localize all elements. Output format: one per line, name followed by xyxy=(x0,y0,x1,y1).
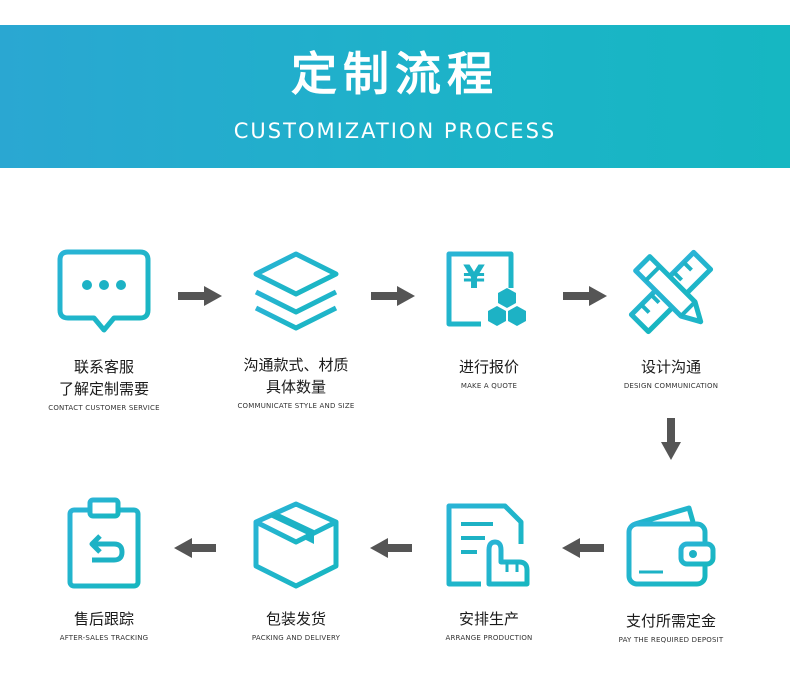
arrow-right-icon xyxy=(371,286,415,306)
arrow-right-icon xyxy=(563,286,607,306)
arrow-right-icon xyxy=(178,286,222,306)
step-after-sales-label: 售后跟踪 xyxy=(73,610,134,628)
step-quote: ¥ 进行报价 MAKE A QUOTE xyxy=(394,248,584,392)
step-after-sales: 售后跟踪 AFTER-SALES TRACKING xyxy=(9,496,199,644)
step-deposit-label: 支付所需定金 xyxy=(625,612,716,630)
arrow-left-icon xyxy=(370,538,412,558)
step-contact-label-en: CONTACT CUSTOMER SERVICE xyxy=(48,404,160,412)
step-design-label: 设计沟通 xyxy=(640,358,701,376)
step-deposit-label-en: PAY THE REQUIRED DEPOSIT xyxy=(618,636,724,644)
svg-text:¥: ¥ xyxy=(463,258,485,296)
step-packing-label-en: PACKING AND DELIVERY xyxy=(251,634,341,642)
step-deposit: 支付所需定金 PAY THE REQUIRED DEPOSIT xyxy=(576,504,766,646)
step-contact: 联系客服 了解定制需要 CONTACT CUSTOMER SERVICE xyxy=(9,248,199,414)
step-communicate-label-line1: 沟通款式、材质 xyxy=(243,356,349,374)
clipboard-return-icon xyxy=(67,497,141,589)
step-production-label: 安排生产 xyxy=(458,610,519,628)
box-icon xyxy=(253,501,339,589)
step-packing: 包装发货 PACKING AND DELIVERY xyxy=(201,500,391,644)
step-communicate-label-line2: 具体数量 xyxy=(265,378,326,396)
step-design-label-en: DESIGN COMMUNICATION xyxy=(623,382,719,390)
step-production-label-en: ARRANGE PRODUCTION xyxy=(445,634,533,642)
header-banner xyxy=(0,25,790,168)
arrow-left-icon xyxy=(174,538,216,558)
step-quote-label: 进行报价 xyxy=(458,358,519,376)
step-after-sales-label-en: AFTER-SALES TRACKING xyxy=(59,634,149,642)
step-communicate-label-en: COMMUNICATE STYLE AND SIZE xyxy=(237,402,355,410)
document-hand-icon xyxy=(446,503,530,587)
step-design: 设计沟通 DESIGN COMMUNICATION xyxy=(576,248,766,392)
step-contact-label-line1: 联系客服 xyxy=(73,358,134,376)
page-title: 定制流程 xyxy=(291,47,499,101)
step-contact-label-line2: 了解定制需要 xyxy=(58,380,149,398)
layers-icon xyxy=(253,251,339,331)
step-communicate: 沟通款式、材质 具体数量 COMMUNICATE STYLE AND SIZE xyxy=(201,250,391,412)
page-subtitle: CUSTOMIZATION PROCESS xyxy=(233,119,557,143)
pencil-ruler-icon xyxy=(628,249,714,335)
arrow-down-icon xyxy=(661,418,681,460)
quote-yen-icon: ¥ xyxy=(446,251,526,327)
step-production: 安排生产 ARRANGE PRODUCTION xyxy=(394,500,584,644)
step-packing-label: 包装发货 xyxy=(265,610,326,628)
wallet-icon xyxy=(626,505,716,587)
step-quote-label-en: MAKE A QUOTE xyxy=(460,382,518,390)
chat-bubble-icon xyxy=(57,249,151,333)
arrow-left-icon xyxy=(562,538,604,558)
